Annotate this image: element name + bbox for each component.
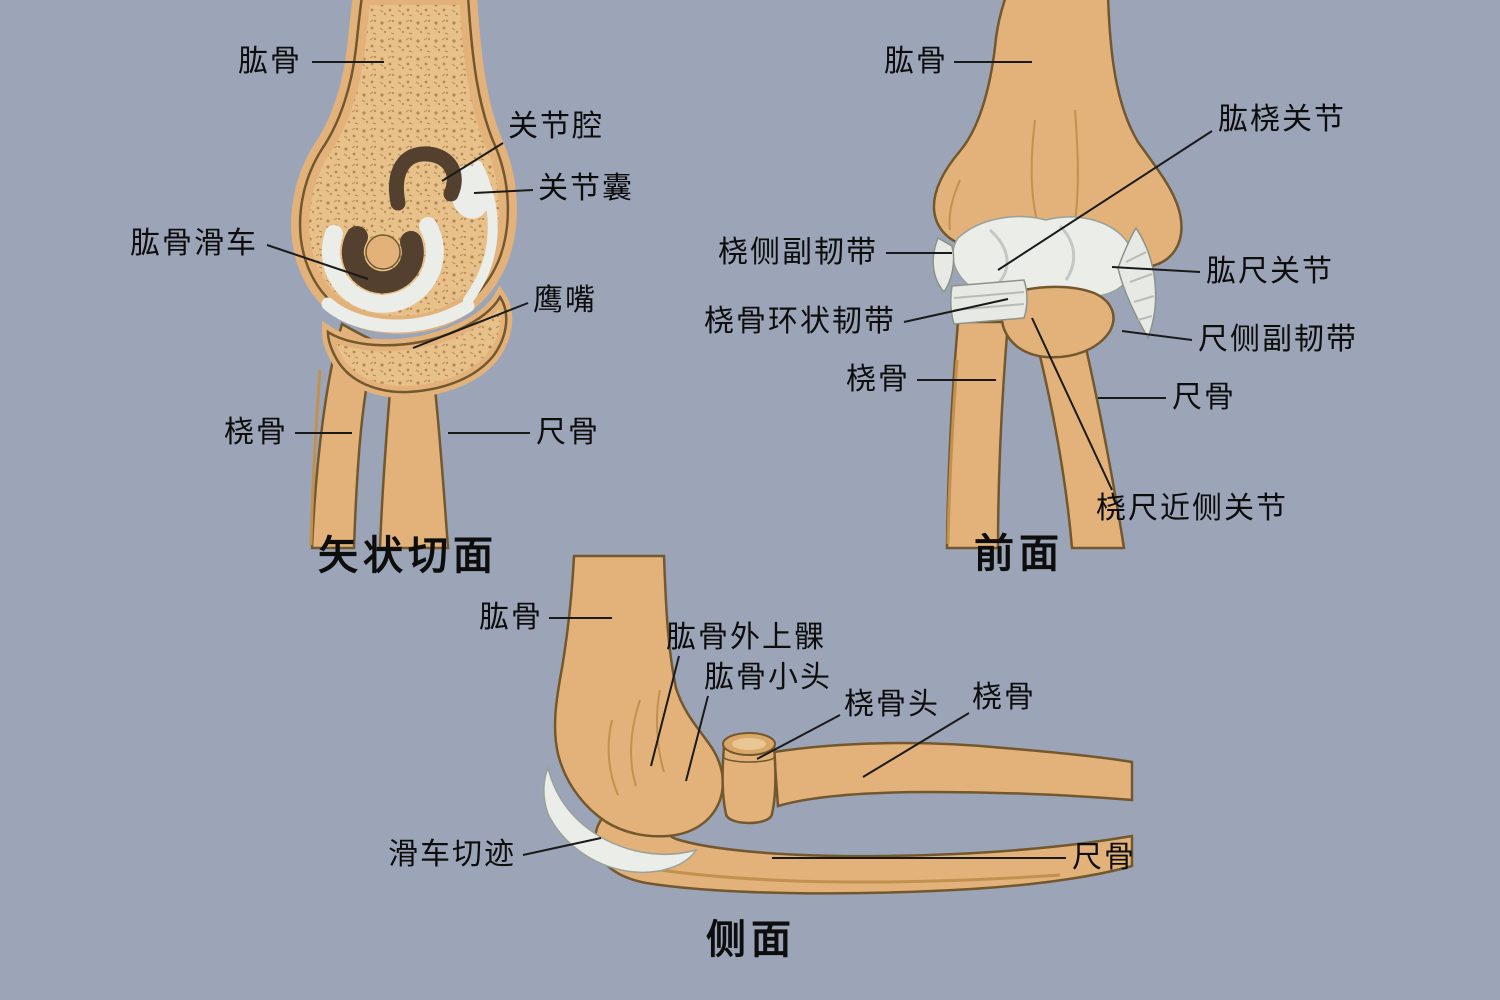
label-anterior-6: 尺侧副韧带 bbox=[1198, 323, 1358, 356]
label-lateral-1: 肱骨 bbox=[479, 601, 543, 634]
ulnar-collateral-ligament bbox=[1117, 226, 1157, 340]
label-sagittal-1: 肱骨 bbox=[238, 45, 302, 78]
humerus-bone bbox=[553, 554, 724, 838]
proximal-ulna-mass bbox=[1000, 285, 1115, 359]
ulna-bone bbox=[1038, 346, 1126, 550]
label-lateral-4: 桡骨头 bbox=[844, 688, 940, 721]
radial-head-lip bbox=[722, 755, 776, 763]
label-sagittal-3: 关节囊 bbox=[538, 172, 634, 205]
label-anterior-7: 桡骨 bbox=[846, 363, 910, 396]
trochlea-core bbox=[365, 234, 401, 270]
annular-ligament bbox=[949, 279, 1028, 325]
leader-line-anterior-9 bbox=[1031, 317, 1113, 491]
ulnar-collateral-striations bbox=[1125, 251, 1155, 321]
label-anterior-5: 桡骨环状韧带 bbox=[704, 305, 896, 338]
label-anterior-3: 桡侧副韧带 bbox=[718, 236, 878, 269]
leader-line-sagittal-2 bbox=[441, 142, 504, 182]
radius-bone bbox=[945, 320, 1010, 550]
ulna-bone bbox=[378, 387, 450, 550]
radius-shading bbox=[946, 359, 959, 545]
trochlear-notch-cartilage bbox=[321, 297, 475, 333]
radial-head bbox=[721, 744, 777, 825]
label-lateral-2: 肱骨外上髁 bbox=[666, 621, 826, 654]
leader-line-lateral-5 bbox=[862, 712, 970, 778]
anterior-illustration bbox=[932, 0, 1183, 550]
lateral-illustration bbox=[543, 554, 1134, 895]
label-lateral-3: 肱骨小头 bbox=[704, 661, 832, 694]
label-anterior-9: 桡尺近侧关节 bbox=[1096, 492, 1288, 525]
label-sagittal-5: 鹰嘴 bbox=[533, 284, 597, 317]
label-anterior-2: 肱桡关节 bbox=[1218, 103, 1346, 136]
trochlea-cartilage-ring bbox=[321, 217, 444, 313]
radial-head-dish bbox=[732, 738, 766, 750]
leader-line-lateral-4 bbox=[756, 714, 841, 760]
label-anterior-4: 肱尺关节 bbox=[1206, 255, 1334, 288]
leader-line-anterior-2 bbox=[997, 130, 1213, 271]
ulna-shading bbox=[659, 868, 1061, 884]
label-anterior-8: 尺骨 bbox=[1172, 381, 1236, 414]
label-lateral-7: 尺骨 bbox=[1072, 841, 1136, 874]
humerus-texture bbox=[948, 109, 1079, 231]
label-sagittal-2: 关节腔 bbox=[508, 110, 604, 143]
leader-lines bbox=[266, 61, 1213, 859]
label-sagittal-6: 桡骨 bbox=[224, 416, 288, 449]
cartilage-shading bbox=[988, 224, 1076, 285]
leader-line-lateral-6 bbox=[522, 837, 602, 856]
leader-line-anterior-6 bbox=[1121, 330, 1193, 341]
leader-line-lateral-3 bbox=[685, 695, 709, 782]
leader-line-lateral-2 bbox=[650, 655, 680, 767]
label-anterior-1: 肱骨 bbox=[884, 45, 948, 78]
caption-sagittal: 矢状切面 bbox=[318, 534, 498, 578]
leader-line-sagittal-3 bbox=[473, 189, 534, 194]
leader-line-anterior-4 bbox=[1111, 266, 1201, 273]
leader-line-anterior-5 bbox=[903, 298, 1009, 323]
label-lateral-5: 桡骨 bbox=[972, 681, 1036, 714]
joint-cavity bbox=[389, 146, 462, 211]
trochlea-dark-spiral bbox=[341, 226, 424, 294]
label-sagittal-4: 肱骨滑车 bbox=[130, 227, 258, 260]
leader-line-sagittal-5 bbox=[412, 302, 529, 349]
leader-line-sagittal-4 bbox=[266, 244, 369, 280]
label-sagittal-7: 尺骨 bbox=[536, 416, 600, 449]
caption-anterior: 前面 bbox=[974, 532, 1064, 576]
trochlea-crescent bbox=[543, 765, 698, 873]
label-lateral-6: 滑车切迹 bbox=[388, 838, 516, 871]
lateral-epicondyle-texture bbox=[607, 689, 665, 796]
radius-shading bbox=[309, 369, 322, 546]
radius-bone bbox=[772, 741, 1134, 808]
caption-lateral: 侧面 bbox=[706, 918, 796, 962]
sagittal-illustration bbox=[291, 0, 517, 550]
joint-capsule-band bbox=[463, 161, 498, 305]
radial-collateral-ligament bbox=[932, 236, 955, 294]
